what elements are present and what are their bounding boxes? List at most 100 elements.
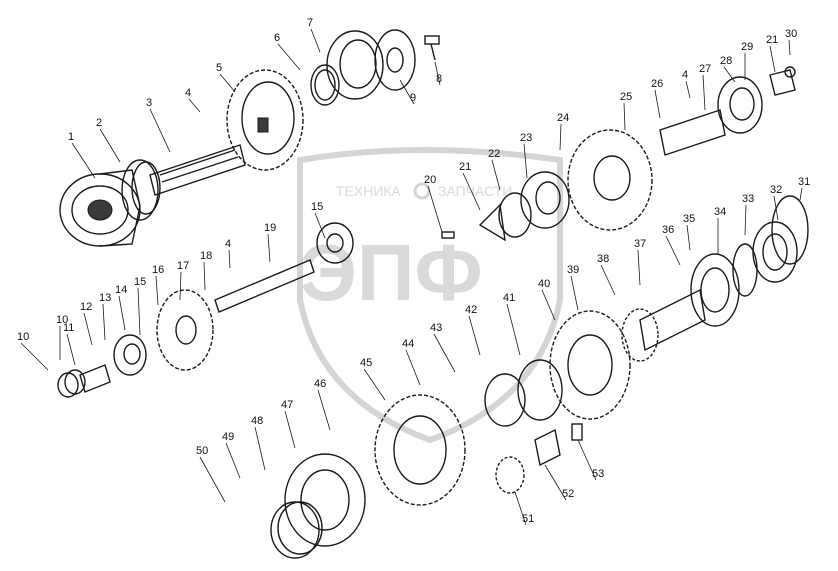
leader-line	[99, 128, 121, 163]
callout-number: 26	[651, 78, 663, 90]
callout-12: 12	[80, 301, 93, 346]
shaft-assembly-lower	[270, 195, 809, 559]
leader-line	[686, 224, 691, 251]
callout-number: 3	[146, 97, 152, 109]
callout-number: 4	[185, 87, 191, 99]
callout-37: 37	[634, 238, 646, 286]
callout-14: 14	[115, 284, 127, 331]
callout-number: 8	[436, 73, 442, 85]
callout-number: 6	[274, 32, 280, 44]
callout-number: 19	[264, 222, 276, 234]
callout-4: 4	[185, 87, 201, 113]
bolt-8-icon	[424, 35, 440, 61]
leader-line	[577, 439, 597, 481]
bracket-21-icon	[478, 203, 506, 242]
bearing-47-48-49-icon	[284, 453, 366, 547]
watermark-gear-icon	[413, 182, 431, 200]
leader-line	[514, 491, 527, 526]
leader-line	[773, 195, 779, 221]
gear-18-icon	[156, 289, 214, 371]
callout-number: 36	[662, 224, 674, 236]
leader-line	[405, 349, 421, 386]
callout-number: 27	[699, 63, 711, 75]
callout-number: 32	[770, 184, 782, 196]
leader-line	[71, 142, 96, 179]
callout-18: 18	[200, 250, 212, 291]
callout-number: 28	[720, 55, 732, 67]
leader-line	[654, 89, 661, 119]
watermark-brand-right: ЗАПЧАСТИ	[438, 183, 512, 199]
callout-number: 45	[360, 357, 372, 369]
callout-48: 48	[251, 415, 266, 471]
leader-line	[314, 212, 326, 239]
callout-number: 12	[80, 301, 92, 313]
callout-50: 50	[196, 445, 226, 503]
watermark-logo-text: ЭПФ	[300, 228, 483, 317]
leader-line	[506, 303, 521, 356]
bearing-15-icon	[316, 222, 354, 264]
callout-number: 4	[682, 69, 688, 81]
callout-24: 24	[557, 112, 569, 151]
callout-31: 31	[798, 176, 810, 201]
bolt-53-icon	[571, 423, 583, 441]
callout-number: 42	[465, 304, 477, 316]
gear-45-46-icon	[374, 394, 466, 506]
leader-line	[118, 295, 126, 331]
bearing-7-icon	[326, 30, 384, 100]
callout-number: 1	[68, 131, 74, 143]
callout-number: 44	[402, 338, 414, 350]
cover-9-icon	[374, 29, 416, 91]
callout-30: 30	[785, 28, 797, 56]
callout-number: 13	[99, 292, 111, 304]
callout-21: 21	[459, 161, 481, 211]
callout-49: 49	[222, 431, 241, 479]
watermark-shield	[297, 147, 563, 444]
callout-25: 25	[620, 91, 632, 131]
callout-38: 38	[597, 253, 616, 296]
leader-line	[433, 333, 456, 373]
leader-line	[310, 28, 321, 53]
callout-number: 11	[63, 322, 74, 334]
leader-line	[623, 102, 626, 131]
callout-number: 18	[200, 250, 212, 262]
gear-38-icon	[621, 308, 659, 362]
callout-number: 41	[503, 292, 515, 304]
callout-number: 34	[714, 206, 726, 218]
callout-20: 20	[424, 174, 443, 233]
leader-line	[203, 261, 206, 291]
leader-line	[769, 45, 776, 73]
callout-17: 17	[177, 260, 189, 301]
leader-line	[799, 187, 803, 201]
leader-line	[523, 143, 528, 179]
plate-52-icon	[534, 428, 561, 467]
callout-33: 33	[742, 193, 754, 236]
callout-28: 28	[720, 55, 736, 83]
leader-line	[600, 264, 616, 296]
callout-34: 34	[714, 206, 726, 255]
callout-41: 41	[503, 292, 521, 356]
bearing-34-35-36-icon	[690, 253, 740, 327]
callout-number: 35	[683, 213, 695, 225]
ring-6-icon	[310, 64, 340, 106]
leader-line	[179, 271, 182, 301]
callout-number: 31	[798, 176, 810, 188]
leader-line	[102, 303, 106, 341]
callout-44: 44	[402, 338, 421, 386]
callout-29: 29	[741, 41, 753, 80]
leader-line	[434, 61, 441, 86]
bearing-14-15-icon	[113, 334, 147, 376]
callout-13: 13	[99, 292, 111, 341]
callout-39: 39	[567, 264, 579, 311]
leader-line	[570, 275, 579, 311]
callout-10: 10	[56, 314, 68, 360]
callout-11: 11	[63, 322, 76, 366]
callout-number: 21	[766, 34, 778, 46]
callout-number: 50	[196, 445, 208, 457]
callout-number: 30	[785, 28, 797, 40]
leader-line	[225, 442, 241, 479]
gear-2-icon	[121, 159, 161, 221]
callout-9: 9	[399, 79, 416, 105]
callout-number: 23	[520, 132, 532, 144]
leader-line	[155, 275, 159, 306]
